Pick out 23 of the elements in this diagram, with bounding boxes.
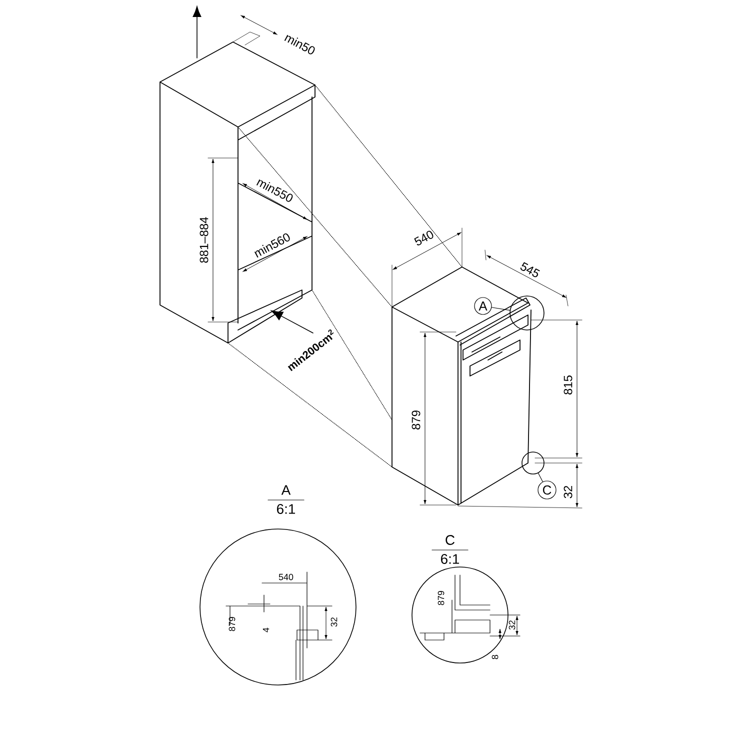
node-label: A bbox=[281, 485, 291, 495]
dimension-label: 879 bbox=[438, 590, 444, 606]
dimension-label: 879 bbox=[228, 616, 236, 632]
dimension-label: 881–884 bbox=[200, 217, 208, 263]
dimension-label: 32 bbox=[564, 486, 572, 498]
detail-marker bbox=[522, 452, 544, 474]
dimension-label: 32 bbox=[330, 617, 338, 627]
node-label: C bbox=[446, 535, 455, 545]
node-label: 6:1 bbox=[441, 554, 460, 564]
callout-letter: C bbox=[538, 480, 556, 500]
detail-marker bbox=[510, 296, 544, 330]
leader-line bbox=[491, 307, 510, 311]
node-label: 6:1 bbox=[277, 504, 296, 514]
dimension-label: 540 bbox=[278, 574, 294, 580]
dimension-label: 8 bbox=[492, 654, 498, 660]
dimension-label: 879 bbox=[412, 410, 420, 430]
dimension-label: 540 bbox=[414, 230, 434, 246]
dimension-label: min50 bbox=[284, 34, 315, 54]
leader-line bbox=[538, 472, 544, 482]
dimension-label: 815 bbox=[564, 376, 572, 394]
dimension-label: 4 bbox=[262, 628, 270, 632]
dimension-label: 545 bbox=[520, 262, 540, 278]
callout-letter: A bbox=[474, 297, 492, 315]
